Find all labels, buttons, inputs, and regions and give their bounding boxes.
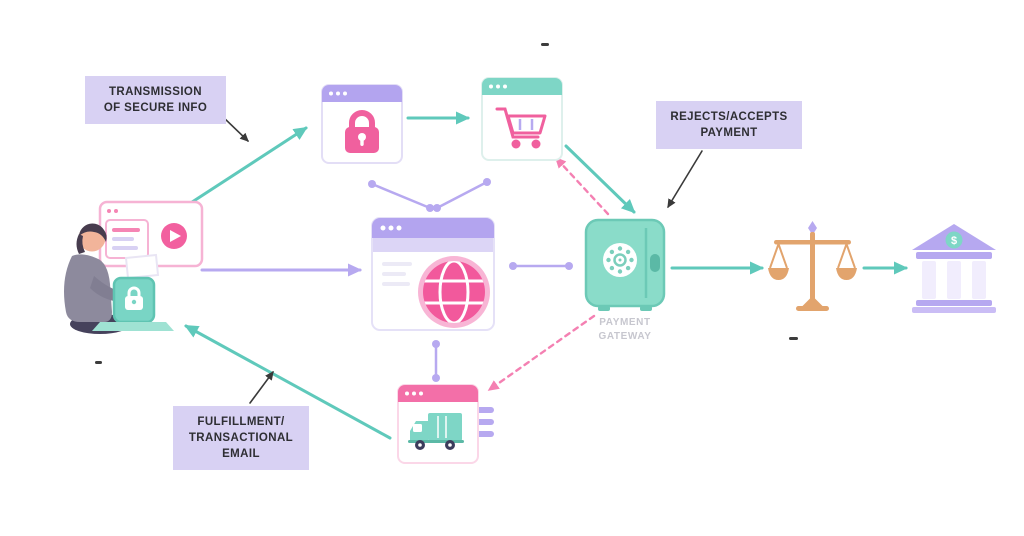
browser-delivery-truck-icon (397, 384, 494, 464)
annotation-arrow-rejects (667, 150, 703, 209)
caption-payment-gateway: PAYMENT GATEWAY (575, 316, 675, 343)
safe-vault-icon (584, 218, 666, 311)
annotation-arrow-fulfillment (249, 370, 274, 404)
dollar-sign: $ (951, 235, 957, 247)
arrow-shipping-to-customer (184, 324, 392, 440)
scale-pan-left (768, 268, 789, 280)
label-rejects-accepts-payment: REJECTS/ACCEPTS PAYMENT (656, 101, 802, 150)
document-card-icon (105, 219, 149, 259)
label-remnant-dash (789, 337, 798, 340)
connector-cart-to-website (435, 180, 489, 210)
paper-sheet-icon (124, 253, 160, 280)
caption-line: GATEWAY (598, 330, 652, 342)
connector-secure-to-website (370, 182, 432, 210)
arrow-gateway-to-shipping-dashed (487, 314, 596, 392)
annotation-arrow-transmission (221, 115, 249, 142)
browser-shopping-cart-icon (481, 77, 563, 161)
person-at-laptop-icon (64, 200, 204, 334)
arrow-customer-to-secure-page (184, 126, 308, 208)
safe-handle (650, 254, 660, 272)
label-line: FULFILLMENT/ (197, 416, 285, 428)
scale-pan-right (836, 268, 857, 280)
browser-padlock-icon (321, 84, 403, 164)
label-line: TRANSMISSION (109, 86, 202, 98)
label-transmission-of-secure-info: TRANSMISSION OF SECURE INFO (85, 76, 226, 125)
label-remnant-dash (541, 43, 549, 46)
globe-icon (418, 256, 490, 328)
balance-scale-icon (768, 221, 857, 311)
arrow-gateway-to-cart-dashed (554, 156, 610, 216)
caption-line: PAYMENT (599, 317, 651, 328)
bank-building-icon: $ (912, 224, 996, 313)
connector-lines (370, 180, 571, 380)
label-remnant-dash (95, 361, 102, 364)
laptop-icon (92, 276, 174, 331)
label-line: TRANSACTIONAL (188, 432, 294, 445)
delivery-truck-icon (408, 413, 464, 450)
label-line: PAYMENT (700, 127, 758, 140)
label-line: OF SECURE INFO (103, 102, 208, 115)
safe-dial (603, 243, 637, 277)
browser-globe-icon (371, 217, 495, 331)
padlock-icon (345, 110, 379, 153)
label-line: REJECTS/ACCEPTS (670, 111, 788, 123)
label-fulfillment-transactional-email: FULFILLMENT/ TRANSACTIONAL EMAIL (173, 406, 309, 471)
arrow-layer (184, 111, 908, 440)
connector-dots (368, 178, 573, 382)
shopping-cart-icon (495, 107, 547, 149)
label-line: EMAIL (222, 448, 260, 461)
padlock-icon (127, 286, 141, 297)
arrow-cart-to-gateway (564, 144, 636, 214)
